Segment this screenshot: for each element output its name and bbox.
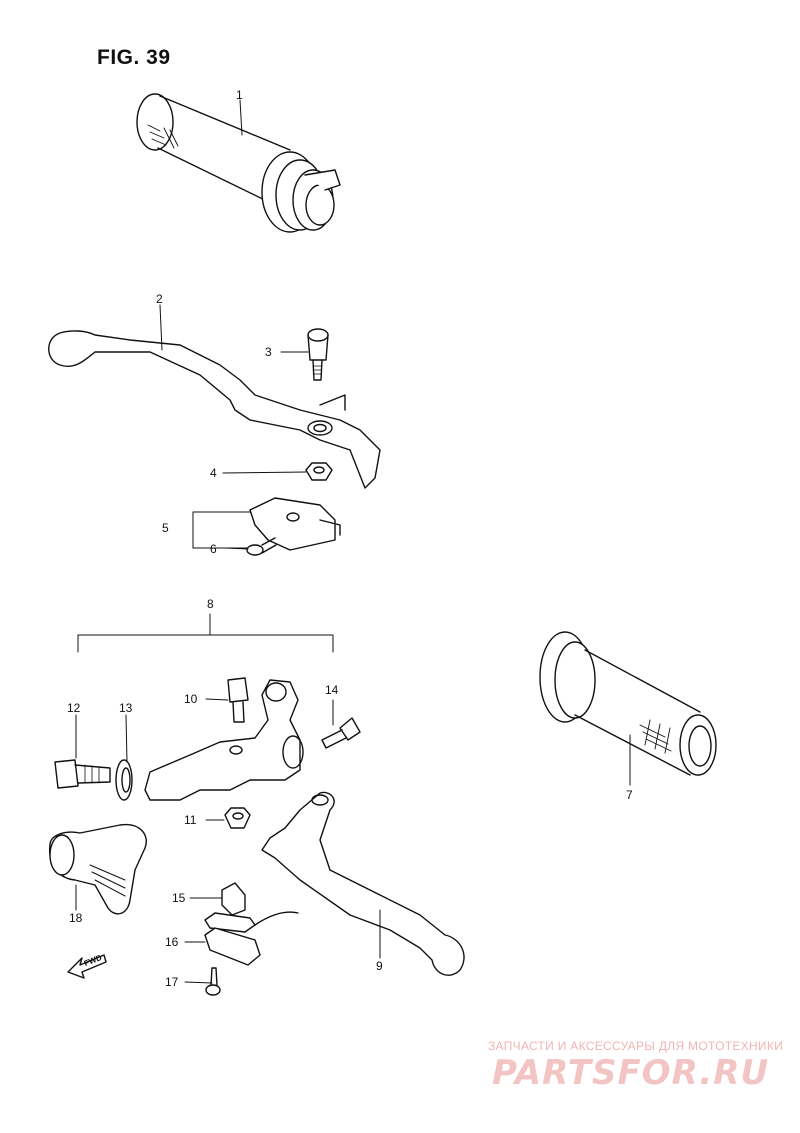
mirror-bolt-part xyxy=(321,717,361,749)
screw-6-part xyxy=(246,537,277,556)
callout-11: 11 xyxy=(184,813,197,827)
bolt-part xyxy=(307,328,329,381)
callout-5: 5 xyxy=(162,521,169,535)
switch-part xyxy=(249,497,341,551)
switch-16-part xyxy=(204,911,299,966)
grip-left-part xyxy=(136,93,341,233)
watermark-logo: PARTSFOR.RU xyxy=(492,1053,770,1093)
nut-11-part xyxy=(224,807,251,829)
callout-3: 3 xyxy=(265,345,272,359)
callout-17: 17 xyxy=(165,975,179,989)
pivot-bolt-part xyxy=(227,677,249,723)
screw-17-part xyxy=(205,967,221,996)
callout-6: 6 xyxy=(210,542,217,556)
callout-7: 7 xyxy=(626,788,633,802)
callout-2: 2 xyxy=(156,292,163,306)
callout-10: 10 xyxy=(184,692,198,706)
adjuster-bolt-part xyxy=(54,759,111,789)
locknut-part xyxy=(115,759,133,801)
clip-part xyxy=(221,882,246,916)
figure-title: FIG. 39 xyxy=(97,46,171,69)
callout-1: 1 xyxy=(236,88,243,102)
fwd-arrow-icon xyxy=(67,954,107,979)
lever-upper-part xyxy=(48,330,381,489)
grip-right-part xyxy=(539,631,717,776)
callout-9: 9 xyxy=(376,959,383,973)
watermark-tagline: ЗАПЧАСТИ И АКСЕССУАРЫ ДЛЯ МОТОТЕХНИКИ xyxy=(488,1039,784,1053)
callout-8: 8 xyxy=(207,597,214,611)
lever-lower-part xyxy=(261,791,465,976)
callout-14: 14 xyxy=(325,683,339,697)
callout-16: 16 xyxy=(165,935,179,949)
callout-15: 15 xyxy=(172,891,186,905)
callout-4: 4 xyxy=(210,466,217,480)
boot-part xyxy=(48,823,147,915)
callout-13: 13 xyxy=(119,701,133,715)
nut-part xyxy=(305,462,333,481)
lever-holder-part xyxy=(144,679,304,801)
callout-18: 18 xyxy=(69,911,83,925)
callout-12: 12 xyxy=(67,701,81,715)
